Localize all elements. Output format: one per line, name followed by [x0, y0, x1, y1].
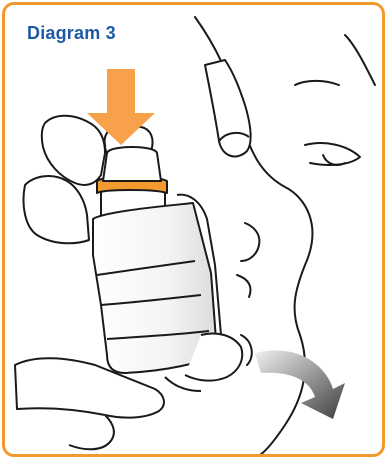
inhaler-body — [93, 195, 242, 391]
curved-arrow-icon — [255, 350, 345, 419]
inhaler-illustration — [5, 5, 382, 454]
